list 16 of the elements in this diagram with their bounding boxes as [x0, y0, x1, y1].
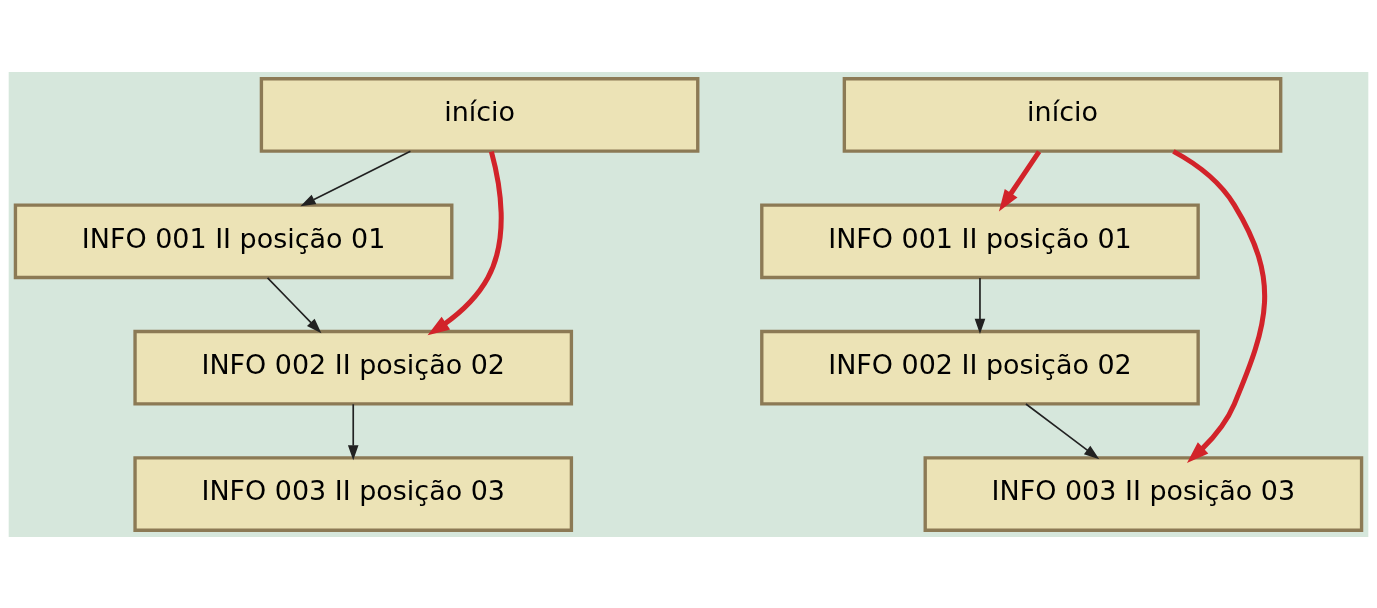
- arrow: [347, 402, 359, 460]
- arrow: [1172, 148, 1268, 463]
- node-box: início: [842, 76, 1283, 153]
- node-box: INFO 003 II posição 03: [923, 455, 1364, 532]
- arrow: [1025, 402, 1100, 459]
- node-box: INFO 002 II posição 02: [133, 329, 574, 406]
- node-box: início: [259, 76, 700, 153]
- node-box: INFO 002 II posição 02: [760, 329, 1200, 406]
- arrow: [974, 276, 986, 334]
- arrow: [300, 149, 412, 206]
- arrow: [266, 276, 322, 333]
- arrow: [427, 150, 504, 335]
- arrow: [998, 149, 1042, 211]
- node-box: INFO 003 II posição 03: [133, 455, 574, 532]
- node-box: INFO 001 II posição 01: [760, 202, 1200, 279]
- node-box: INFO 001 II posição 01: [13, 202, 454, 279]
